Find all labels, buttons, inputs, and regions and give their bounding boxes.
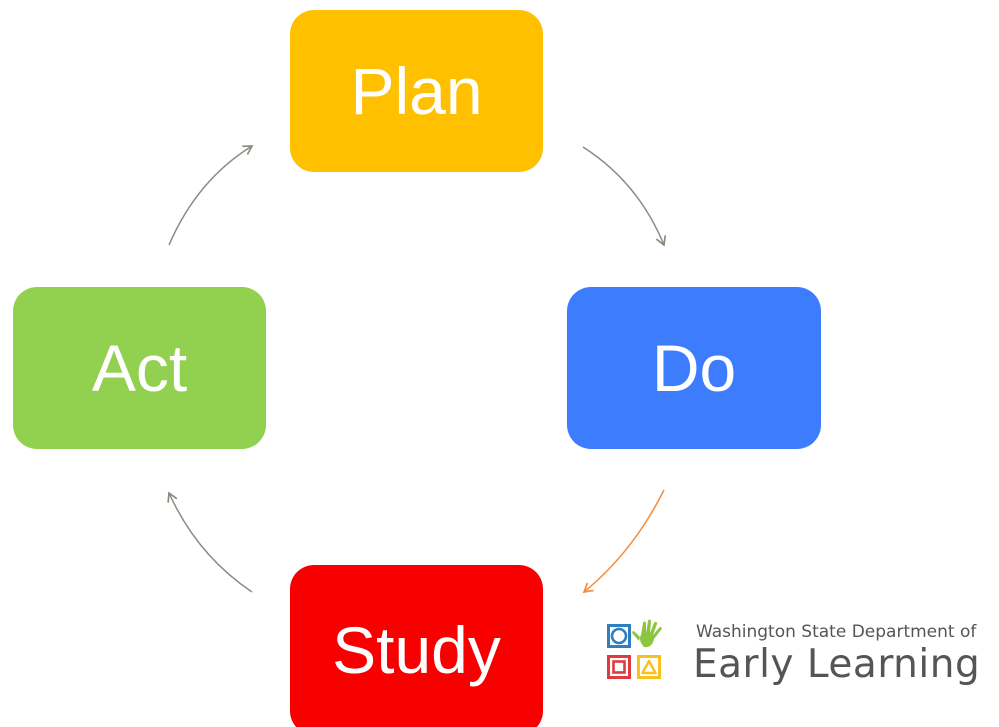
hand-icon [632,619,662,648]
act-label: Act [91,331,188,405]
act-step: Act [13,287,266,449]
circle-square-icon [607,624,631,648]
logo-agency-title: Early Learning [693,642,981,687]
logo-agency-name: Washington State Department of [696,622,977,642]
do-step: Do [567,287,821,449]
study-step: Study [290,565,543,727]
arrow-study-to-act [167,491,253,593]
agency-logo: Washington State Department of Early Lea… [606,612,992,692]
logo-marks [607,619,662,679]
arrow-plan-to-do [582,146,667,247]
triangle-square-icon [637,655,661,679]
plan-step: Plan [290,10,543,172]
arrow-do-to-study [582,489,665,594]
square-square-icon [607,655,631,679]
do-label: Do [651,331,737,405]
plan-label: Plan [350,54,483,128]
study-label: Study [332,613,501,687]
arrow-act-to-plan [168,145,254,246]
